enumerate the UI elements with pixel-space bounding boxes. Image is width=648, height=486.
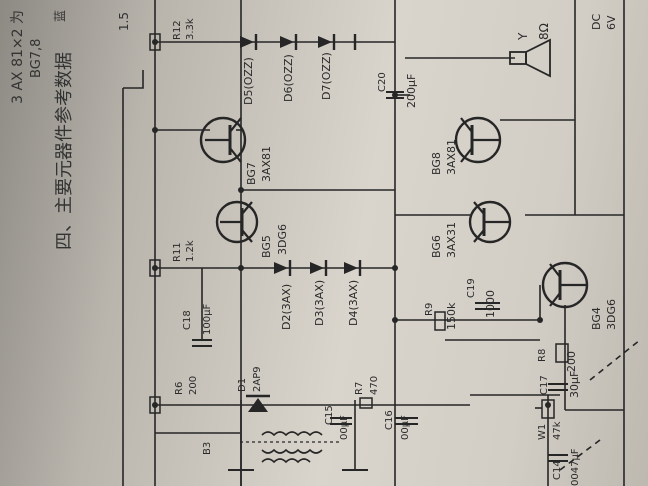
r6-ref: R6 — [174, 382, 185, 395]
d5-label: D5(OZZ) — [242, 57, 255, 105]
top-left-text-2: BG7,8 — [29, 39, 44, 78]
speaker-y: Y 8Ω — [509, 23, 551, 78]
r6-value: 200 — [188, 376, 199, 395]
c16-ref: C16 — [384, 410, 395, 430]
potentiometer-w1: W1 47k — [535, 399, 563, 440]
capacitor-c17: C17 30μF — [539, 371, 581, 398]
resistor-r8: R8 200 — [537, 343, 578, 372]
r7-ref: R7 — [354, 382, 365, 395]
d1-type: 2AP9 — [252, 366, 263, 392]
d4-label: D4(3AX) — [347, 280, 360, 326]
c16-value: 00μF — [400, 415, 411, 440]
b3-ref: B3 — [202, 442, 213, 455]
transistor-bg4: BG4 3DG6 — [541, 261, 618, 330]
c15-ref: C15 — [324, 405, 335, 425]
wiring — [122, 0, 641, 486]
r7-value: 470 — [369, 376, 380, 395]
bg7-ref: BG7 — [245, 162, 258, 185]
d2-label: D2(3AX) — [280, 284, 293, 330]
c15-value: 00μF — [339, 415, 350, 440]
c20-ref: C20 — [377, 72, 388, 92]
capacitor-c18: C18 100μF — [182, 268, 213, 347]
diode-d3: D3(3AX) — [310, 260, 328, 326]
r9-value: 150k — [445, 302, 458, 330]
c19-ref: C19 — [466, 278, 477, 298]
coil-b3: B3 — [202, 431, 340, 464]
w1-value: 47k — [552, 421, 563, 440]
c19-value: 1000 — [484, 290, 497, 318]
header-text: 3 AX 81×2 为 BG7,8 四、主要元器件参考数据 蓝 1.5 — [10, 10, 131, 250]
bg8-ref: BG8 — [430, 152, 443, 175]
transistor-bg5: BG5 3DG6 — [215, 200, 289, 258]
r12-value: 3.3k — [185, 18, 196, 40]
diode-d7: D7(OZZ) — [318, 34, 357, 100]
capacitor-c19: C19 1000 — [466, 278, 500, 318]
c17-ref: C17 — [539, 375, 550, 395]
bg5-type: 3DG6 — [276, 224, 289, 255]
top-left-text-1: 3 AX 81×2 为 — [10, 10, 26, 104]
c18-value: 100μF — [202, 304, 213, 335]
c14-value: 0047μF — [570, 448, 581, 486]
top-right-text: 1.5 — [117, 12, 131, 31]
transistor-bg6: BG6 3AX31 — [430, 200, 512, 258]
power-label-1: DC — [590, 14, 603, 30]
d3-label: D3(3AX) — [313, 280, 326, 326]
capacitor-c16: C16 00μF — [384, 410, 418, 440]
speaker-value: 8Ω — [537, 23, 551, 40]
bg4-type: 3DG6 — [605, 299, 618, 330]
r12-ref: R12 — [172, 20, 183, 40]
capacitor-c15: C15 00μF — [324, 405, 352, 440]
diode-d2: D2(3AX) — [274, 260, 293, 330]
diode-d6: D6(OZZ) — [280, 34, 298, 102]
diode-d5: D5(OZZ) — [240, 34, 258, 105]
speaker-ref: Y — [516, 32, 530, 41]
capacitor-c14: C14 0047μF — [548, 448, 581, 486]
d6-label: D6(OZZ) — [282, 54, 295, 102]
bg8-type: 3AX81 — [445, 139, 458, 175]
d1-ref: D1 — [237, 378, 248, 392]
c18-ref: C18 — [182, 310, 193, 330]
capacitor-c20: C20 200μF — [377, 72, 418, 108]
r9-ref: R9 — [424, 303, 435, 316]
c20-value: 200μF — [405, 74, 418, 108]
diode-d1: D1 2AP9 — [237, 366, 270, 412]
transistor-bg7: BG7 3AX81 — [199, 116, 273, 185]
r8-ref: R8 — [537, 349, 548, 362]
diode-d4: D4(3AX) — [344, 260, 362, 326]
resistor-r9: R9 150k — [424, 302, 458, 331]
r11-ref: R11 — [172, 242, 183, 262]
transistor-bg8: BG8 3AX81 — [430, 116, 502, 175]
resistor-r11: R11 1.2k — [149, 240, 196, 277]
bg5-ref: BG5 — [260, 235, 273, 258]
power-label-2: 6V — [605, 15, 618, 30]
d7-label: D7(OZZ) — [320, 52, 333, 100]
bg4-ref: BG4 — [590, 307, 603, 330]
resistor-r7: R7 470 — [354, 376, 380, 409]
c17-value: 30μF — [568, 371, 581, 398]
junctions — [152, 39, 551, 408]
resistor-r12: R12 3.3k — [149, 18, 196, 51]
top-mid-text: 蓝 — [53, 10, 67, 22]
bg6-ref: BG6 — [430, 235, 443, 258]
power-supply: DC 6V — [590, 14, 618, 30]
bg7-type: 3AX81 — [260, 146, 273, 182]
bg6-type: 3AX31 — [445, 222, 458, 258]
c14-ref: C14 — [552, 460, 563, 480]
section-heading: 四、主要元器件参考数据 — [54, 52, 75, 250]
r11-value: 1.2k — [185, 240, 196, 262]
r8-value: 200 — [565, 351, 578, 372]
w1-ref: W1 — [537, 424, 548, 440]
resistor-r6: R6 200 — [149, 376, 199, 414]
